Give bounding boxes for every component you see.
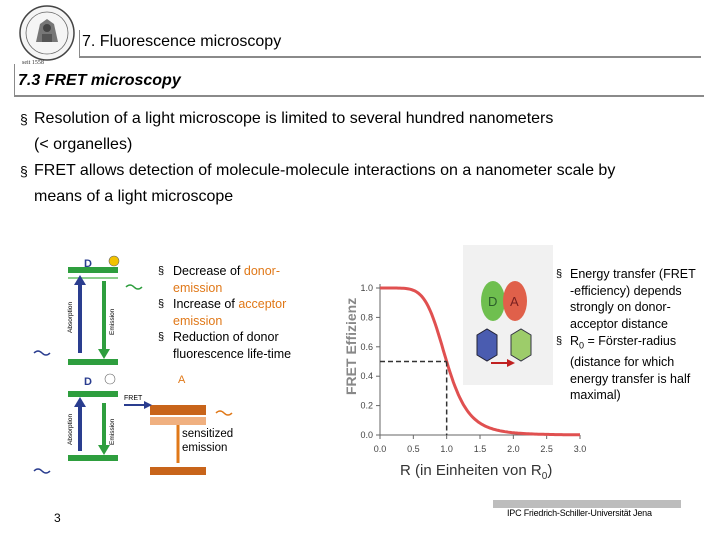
university-seal-logo bbox=[19, 5, 75, 61]
y-tick-label: 0.4 bbox=[360, 371, 373, 381]
list-item-text: Reduction of donor bbox=[173, 330, 279, 344]
label-line: emission bbox=[182, 442, 228, 454]
donor-glyph bbox=[108, 255, 120, 267]
list-item-text: R bbox=[570, 333, 580, 348]
x-tick-label: 0.5 bbox=[407, 444, 420, 454]
donor-ground-level bbox=[68, 359, 118, 365]
donor-acceptor-molecule-illustration: D A bbox=[463, 245, 553, 385]
emission-label: Emission bbox=[109, 418, 116, 445]
list-item: R0 = Förster-radius (distance for which … bbox=[556, 333, 716, 404]
bullet-line: means of a light microscope bbox=[34, 188, 234, 205]
list-item: Energy transfer (FRET -efficiency) depen… bbox=[556, 266, 716, 333]
absorption-label: Absorption bbox=[67, 414, 74, 445]
acceptor-wave-icon bbox=[215, 410, 233, 416]
main-bullet-list: Resolution of a light microscope is limi… bbox=[20, 106, 710, 210]
logo-caption: seit 1558 bbox=[22, 60, 44, 66]
acceptor-excited-level bbox=[150, 405, 206, 415]
list-item-text: acceptor distance bbox=[570, 317, 668, 332]
chart-explanation-list: Energy transfer (FRET -efficiency) depen… bbox=[556, 266, 716, 404]
list-item-highlight: acceptor bbox=[238, 297, 287, 311]
list-item-text: strongly on donor- bbox=[570, 300, 671, 315]
list-item-text: fluorescence life-time bbox=[173, 346, 292, 361]
list-item-text: maximal) bbox=[570, 388, 621, 403]
chart-xlabel: R (in Einheiten von R0) bbox=[400, 462, 552, 480]
y-tick-label: 0.6 bbox=[360, 342, 373, 352]
donor-barrel-protein bbox=[476, 328, 498, 362]
list-item-text: energy transfer is half bbox=[570, 371, 691, 386]
list-item-text: Energy transfer (FRET bbox=[570, 267, 696, 281]
acceptor-molecule-label: A bbox=[510, 294, 519, 309]
fret-effects-list: Decrease of donor- emission Increase of … bbox=[158, 263, 318, 362]
list-item-highlight: emission bbox=[173, 280, 223, 295]
x-tick-label: 1.5 bbox=[474, 444, 487, 454]
x-tick-label: 2.5 bbox=[540, 444, 553, 454]
bullet-line: Resolution of a light microscope is limi… bbox=[34, 110, 554, 127]
list-item: Reduction of donor fluorescence life-tim… bbox=[158, 329, 318, 362]
y-tick-label: 0.0 bbox=[360, 430, 373, 440]
y-tick-label: 0.8 bbox=[360, 312, 373, 322]
section-title: 7.3 FRET microscopy bbox=[18, 72, 181, 89]
section-divider-vertical bbox=[14, 64, 15, 96]
list-item-text: (distance for which bbox=[570, 355, 675, 370]
emission-wave-icon bbox=[125, 284, 143, 290]
acceptor-label: A bbox=[178, 374, 186, 386]
y-tick-label: 0.2 bbox=[360, 401, 373, 411]
fret-label: FRET bbox=[124, 395, 143, 402]
bullet-item: FRET allows detection of molecule-molecu… bbox=[20, 158, 710, 210]
label-line: sensitized bbox=[182, 428, 234, 440]
donor-label: D bbox=[84, 258, 92, 270]
emission-label: Emission bbox=[109, 308, 116, 335]
list-item: Increase of acceptor emission bbox=[158, 296, 318, 329]
chart-ylabel: FRET Effizienz bbox=[343, 298, 359, 395]
sensitized-emission-label: sensitized emission bbox=[182, 427, 233, 455]
footer-institution: IPC Friedrich-Schiller-Universität Jena bbox=[507, 508, 652, 518]
x-tick-label: 1.0 bbox=[440, 444, 453, 454]
footer-bar bbox=[493, 500, 681, 508]
bullet-item: Resolution of a light microscope is limi… bbox=[20, 106, 710, 158]
list-item-text: = Förster-radius bbox=[584, 333, 677, 348]
donor-label: D bbox=[84, 376, 92, 388]
header-divider-vertical bbox=[79, 30, 80, 57]
donor-molecule bbox=[481, 281, 505, 321]
donor-ground-level bbox=[68, 455, 118, 461]
donor-molecule-label: D bbox=[488, 294, 497, 309]
x-tick-label: 2.0 bbox=[507, 444, 520, 454]
donor-excited-level bbox=[68, 267, 118, 273]
list-item: Decrease of donor- emission bbox=[158, 263, 318, 296]
list-item-highlight: emission bbox=[173, 313, 223, 328]
excitation-wave-icon bbox=[33, 468, 51, 474]
section-divider bbox=[14, 95, 704, 97]
fret-efficiency-curve bbox=[380, 286, 580, 437]
excitation-wave-icon bbox=[33, 350, 51, 356]
list-item-text: Decrease of bbox=[173, 264, 244, 278]
header-divider bbox=[79, 56, 701, 58]
acceptor-molecule bbox=[503, 281, 527, 321]
page-number: 3 bbox=[54, 511, 61, 525]
x-tick-label: 3.0 bbox=[574, 444, 587, 454]
list-item-subscript: 0 bbox=[579, 340, 585, 351]
chapter-title: 7. Fluorescence microscopy bbox=[82, 33, 282, 50]
acceptor-ground-level bbox=[150, 467, 206, 475]
x-tick-label: 0.0 bbox=[374, 444, 387, 454]
list-item-text: Increase of bbox=[173, 297, 239, 311]
bullet-line: FRET allows detection of molecule-molecu… bbox=[34, 162, 616, 179]
fret-energy-diagram: Absorption Emission D Absorption Emissio… bbox=[33, 255, 233, 475]
list-item-text: -efficiency) depends bbox=[570, 283, 682, 298]
donor-glyph bbox=[104, 373, 116, 385]
y-tick-label: 1.0 bbox=[360, 283, 373, 293]
acceptor-barrel-protein bbox=[510, 328, 532, 362]
absorption-label: Absorption bbox=[67, 302, 74, 333]
list-item-highlight: donor- bbox=[243, 264, 281, 278]
donor-excited-level bbox=[68, 391, 118, 397]
bullet-line: (< organelles) bbox=[34, 136, 133, 153]
